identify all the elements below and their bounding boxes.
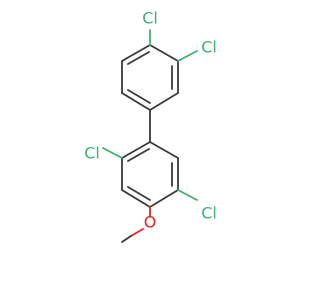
bond-c7-c8 xyxy=(149,141,179,159)
molecule-structure: Cl Cl Cl Cl O xyxy=(84,9,217,243)
bond-c10-c11 xyxy=(121,189,151,208)
bond-c9-c10 xyxy=(149,189,179,208)
bond-c12-c7-inner xyxy=(127,148,150,162)
chlorine-label-lower-right: Cl xyxy=(201,204,217,223)
bond-o-methyl xyxy=(121,235,132,243)
bond-cl-upper-right xyxy=(177,50,198,62)
bond-o-methyl-part xyxy=(130,228,144,237)
chlorine-label-top: Cl xyxy=(142,9,158,28)
chlorine-label-left: Cl xyxy=(84,144,100,163)
bond-cl-lower-right xyxy=(177,189,198,201)
bond-c1-c2 xyxy=(149,44,179,62)
bond-c6-c1 xyxy=(121,44,151,62)
bond-c12-c7 xyxy=(121,141,151,159)
chlorine-label-upper-right: Cl xyxy=(201,38,217,57)
oxygen-label: O xyxy=(144,213,157,232)
bond-c3-c4 xyxy=(149,92,179,111)
bond-c10-c11-inner xyxy=(127,186,151,201)
upper-benzene-ring xyxy=(121,44,179,111)
lower-benzene-ring xyxy=(121,141,179,208)
bond-c6-c1-inner xyxy=(127,51,150,65)
bond-c4-c5-inner xyxy=(127,89,151,104)
bond-c4-c5 xyxy=(121,92,151,111)
bond-cl-left xyxy=(102,147,123,159)
